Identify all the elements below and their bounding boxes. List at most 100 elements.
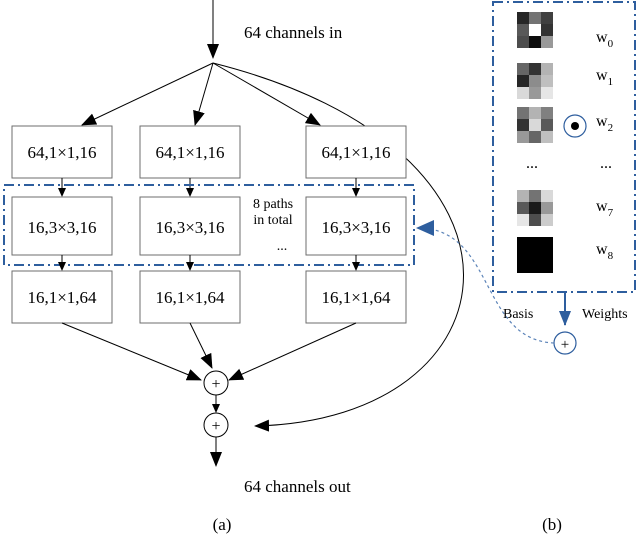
conv-label: 16,3×3,16 xyxy=(27,218,96,237)
patch-cell xyxy=(529,249,541,261)
patch-cell xyxy=(529,131,541,143)
conv-label: 16,1×1,64 xyxy=(27,288,97,307)
conv-box-row2-path2 xyxy=(139,196,241,256)
patch-cell xyxy=(517,237,529,249)
conv-label: 16,3×3,16 xyxy=(321,218,390,237)
patch-cell xyxy=(517,36,529,48)
patch-cell xyxy=(541,261,553,273)
patch-cell xyxy=(517,190,529,202)
patch-cell xyxy=(541,12,553,24)
conv-box-row2-path1 xyxy=(11,196,113,256)
patch-cell xyxy=(541,131,553,143)
patch-cell xyxy=(517,131,529,143)
patch-cell xyxy=(529,75,541,87)
conv-label: 64,1×1,16 xyxy=(155,143,224,162)
caption-a: (a) xyxy=(213,515,232,534)
weight-label-8: w8 xyxy=(596,241,614,262)
basis-patch-1 xyxy=(517,63,553,99)
sum-symbol: + xyxy=(211,376,220,393)
conv-label: 16,1×1,64 xyxy=(155,288,225,307)
patch-cell xyxy=(517,87,529,99)
fanout-arrow-left xyxy=(81,62,214,126)
caption-b: (b) xyxy=(542,515,562,534)
patch-cell xyxy=(541,202,553,214)
patch-cell xyxy=(529,261,541,273)
conv-box-row2-path3 xyxy=(305,196,407,256)
patch-cell xyxy=(541,87,553,99)
basis-frame xyxy=(492,1,636,293)
patch-cell xyxy=(541,214,553,226)
sum-symbol: + xyxy=(211,418,220,435)
patch-cell xyxy=(529,36,541,48)
patch-cell xyxy=(541,63,553,75)
basis-patch-2 xyxy=(517,107,553,143)
patch-cell xyxy=(529,202,541,214)
skip-connection xyxy=(212,62,464,432)
weight-label-2: w2 xyxy=(596,113,613,134)
patch-cell xyxy=(517,202,529,214)
patch-cell xyxy=(529,190,541,202)
patch-cell xyxy=(529,107,541,119)
basis-patch-0 xyxy=(517,12,553,48)
basis-ellipsis: ... xyxy=(526,155,538,172)
weight-label-0: w0 xyxy=(596,29,614,50)
patch-cell xyxy=(517,261,529,273)
patch-cell xyxy=(517,12,529,24)
patch-cell xyxy=(517,214,529,226)
patch-cell xyxy=(517,249,529,261)
patch-cell xyxy=(529,12,541,24)
patch-cell xyxy=(529,214,541,226)
conv-label: 16,3×3,16 xyxy=(155,218,224,237)
basis-label: Basis xyxy=(503,307,533,322)
conv-box-row3-path3 xyxy=(305,270,407,324)
sum-symbol: + xyxy=(561,337,569,353)
panel-b: w0 w1 w2 w7 w8 ... ... Basis Weights + (… xyxy=(416,1,636,534)
patch-cell xyxy=(517,75,529,87)
conv-label: 16,1×1,64 xyxy=(321,288,391,307)
patch-cell xyxy=(541,24,553,36)
basis-patch-8 xyxy=(517,237,553,273)
conv-label: 64,1×1,16 xyxy=(321,143,390,162)
patch-cell xyxy=(529,63,541,75)
weight-label-7: w7 xyxy=(596,198,614,219)
conv-box-row3-path1 xyxy=(11,270,113,324)
weights-return-path xyxy=(419,227,555,344)
patch-cell xyxy=(541,75,553,87)
basis-patch-7 xyxy=(517,190,553,226)
conv-box-row1-path2 xyxy=(139,125,241,179)
patch-cell xyxy=(529,237,541,249)
patch-cell xyxy=(541,190,553,202)
input-label: 64 channels in xyxy=(244,23,343,42)
dot-product-icon xyxy=(571,122,579,130)
patch-cell xyxy=(541,107,553,119)
fanout-arrow-right xyxy=(212,62,321,126)
patch-cell xyxy=(541,36,553,48)
conv-box-row3-path2 xyxy=(139,270,241,324)
patch-cell xyxy=(517,63,529,75)
weights-label: Weights xyxy=(582,307,628,322)
conv-box-row1-path3 xyxy=(305,125,407,179)
merge-arrow-right xyxy=(228,322,357,381)
output-label: 64 channels out xyxy=(244,477,351,496)
patch-cell xyxy=(541,249,553,261)
merge-arrow-left xyxy=(61,322,202,381)
patch-cell xyxy=(529,119,541,131)
patch-cell xyxy=(541,119,553,131)
weights-return-arrowhead xyxy=(416,220,434,236)
patch-cell xyxy=(529,87,541,99)
fanout-arrow-middle xyxy=(193,62,214,126)
paths-ellipsis: ... xyxy=(277,239,288,254)
patch-cell xyxy=(517,107,529,119)
panel-a: 64 channels in 64,1×1,16 64,1×1,16 64,1×… xyxy=(3,0,464,534)
conv-box-row1-path1 xyxy=(11,125,113,179)
conv-label: 64,1×1,16 xyxy=(27,143,96,162)
patch-cell xyxy=(529,24,541,36)
patch-cell xyxy=(517,24,529,36)
patch-cell xyxy=(541,237,553,249)
weights-ellipsis: ... xyxy=(600,155,612,172)
paths-note: in total xyxy=(253,213,292,228)
weight-label-1: w1 xyxy=(596,67,613,88)
paths-note: 8 paths xyxy=(253,197,293,212)
grouped-conv-frame xyxy=(3,184,415,266)
